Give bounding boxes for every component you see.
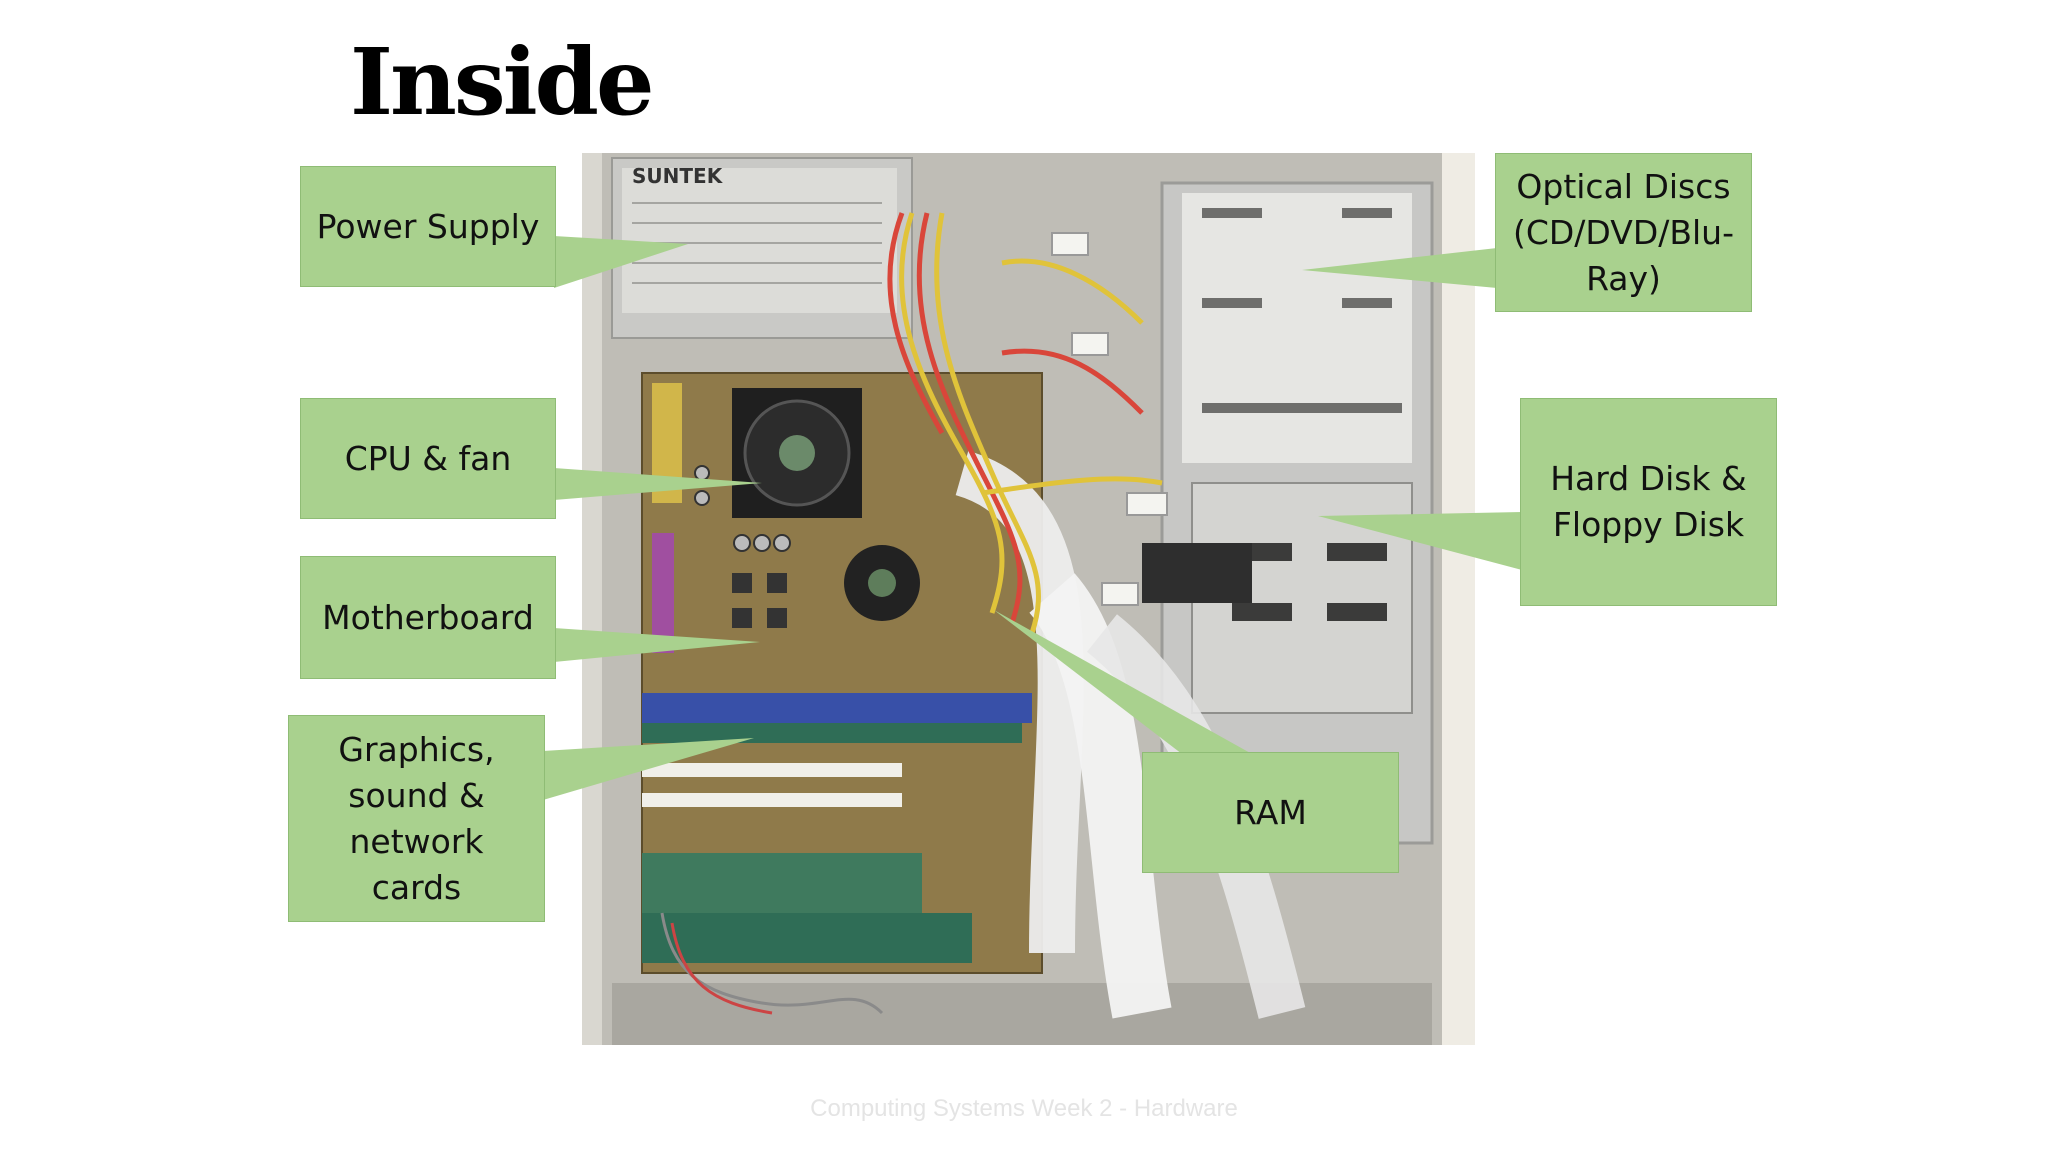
callout-power-supply-label: Power Supply (316, 206, 540, 246)
callout-motherboard-label: Motherboard (322, 597, 534, 637)
callout-cards-label: Graphics, sound & network cards (338, 729, 495, 907)
callout-cards: Graphics, sound & network cards (288, 715, 545, 922)
slide-title: Inside (350, 28, 655, 136)
computer-interior-photo: SUNTEK (582, 153, 1475, 1045)
callout-ram: RAM (1142, 752, 1399, 873)
callout-ram-label: RAM (1234, 792, 1307, 832)
callout-optical-discs: Optical Discs (CD/DVD/Blu-Ray) (1495, 153, 1752, 312)
computer-interior-illustration: SUNTEK (582, 153, 1475, 1045)
callout-hard-disk-label: Hard Disk & Floppy Disk (1550, 459, 1747, 544)
callout-optical-discs-label: Optical Discs (CD/DVD/Blu-Ray) (1512, 166, 1734, 298)
psu-brand-label: SUNTEK (632, 164, 724, 188)
callout-cpu-fan-label: CPU & fan (344, 438, 512, 478)
callout-hard-disk: Hard Disk & Floppy Disk (1520, 398, 1777, 606)
callout-motherboard: Motherboard (300, 556, 556, 679)
slide-footer: Computing Systems Week 2 - Hardware (810, 1095, 1238, 1122)
callout-cpu-fan: CPU & fan (300, 398, 556, 519)
callout-power-supply: Power Supply (300, 166, 556, 287)
